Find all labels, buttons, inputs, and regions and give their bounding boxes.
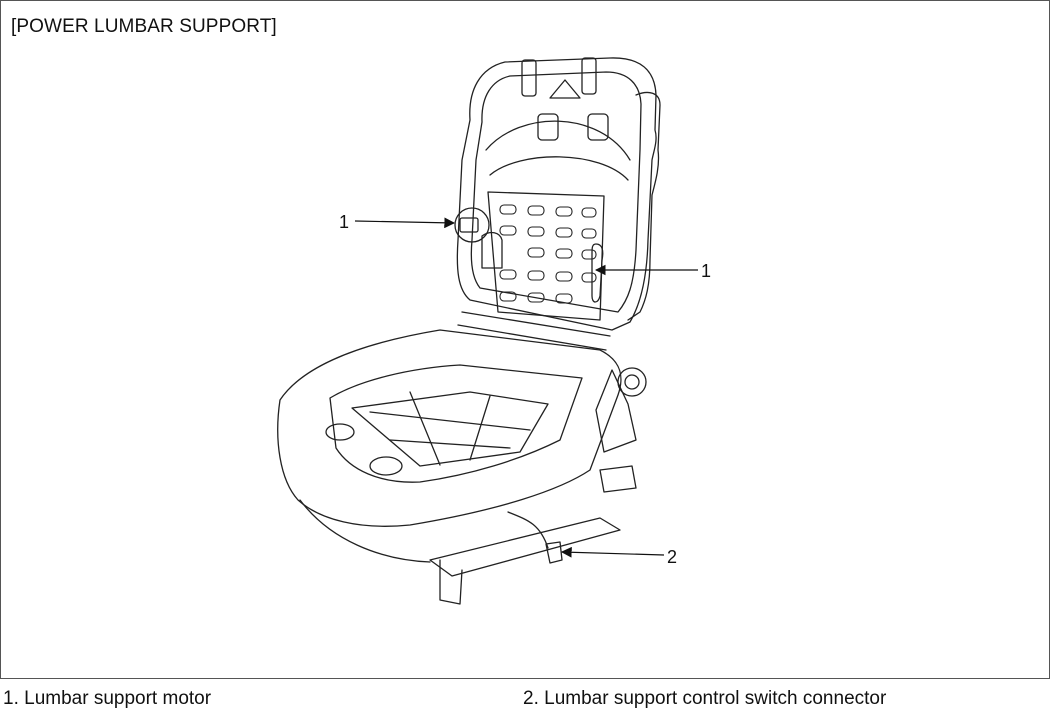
caption-lumbar-motor: 1. Lumbar support motor [3,688,211,710]
lower-rail-link [439,559,463,605]
headrest-guide-center [549,79,581,99]
seat-cushion-inner [329,364,583,483]
lower-rail-front [429,517,621,577]
seat-frame-cross-1 [369,411,531,431]
seat-cushion-outline [277,329,622,527]
lumbar-motor-left-body [459,217,479,233]
leader-motor-left [354,217,456,229]
lumbar-motor-right [591,243,604,303]
callout-1-right: 1 [701,261,711,281]
upper-slot-right [587,113,609,141]
callout-leaders [354,217,698,558]
headrest-guide-right [581,57,597,95]
seatback-inner-outline [470,71,642,313]
figure-title: [POWER LUMBAR SUPPORT] [11,16,277,37]
seatback-outline [456,57,657,331]
recliner-knob-inner [624,374,640,390]
wire-harness [507,511,549,549]
seat-frame-cross-2 [389,439,511,449]
seat-frame-left [351,391,549,467]
caption-number: 1. [3,688,19,709]
seat-frame-slide-2 [469,395,491,461]
callout-2: 2 [667,547,677,567]
seat-diagram: 1 1 2 [277,57,711,605]
switch-connector [545,541,563,564]
lumbar-grid-slots [499,204,597,304]
upper-wire-2 [489,156,629,181]
seat-illustration [277,57,661,605]
caption-text: Lumbar support control switch connector [544,688,887,709]
upper-slot-left [537,113,559,141]
lumbar-motor-left-bracket [481,231,503,269]
cushion-hole-1 [325,423,355,441]
seatback-side-bolster [627,91,661,321]
recliner-arm [595,369,637,453]
caption-number: 2. [523,688,539,709]
upper-wire [485,120,631,161]
seat-frame-slide [409,391,441,466]
cushion-hole-2 [369,456,403,476]
back-lower-crossbar [461,311,611,337]
cushion-lower-edge [299,499,431,563]
callout-1-left: 1 [339,212,349,232]
caption-text: Lumbar support motor [24,688,212,709]
back-lower-crossbar-2 [457,324,607,351]
lumbar-panel [487,191,605,321]
caption-switch-connector: 2. Lumbar support control switch connect… [523,688,886,710]
figure-frame: [POWER LUMBAR SUPPORT] [0,0,1050,679]
lower-rail-side [599,465,637,493]
leader-connector [560,546,665,558]
headrest-guide-left [521,59,537,97]
